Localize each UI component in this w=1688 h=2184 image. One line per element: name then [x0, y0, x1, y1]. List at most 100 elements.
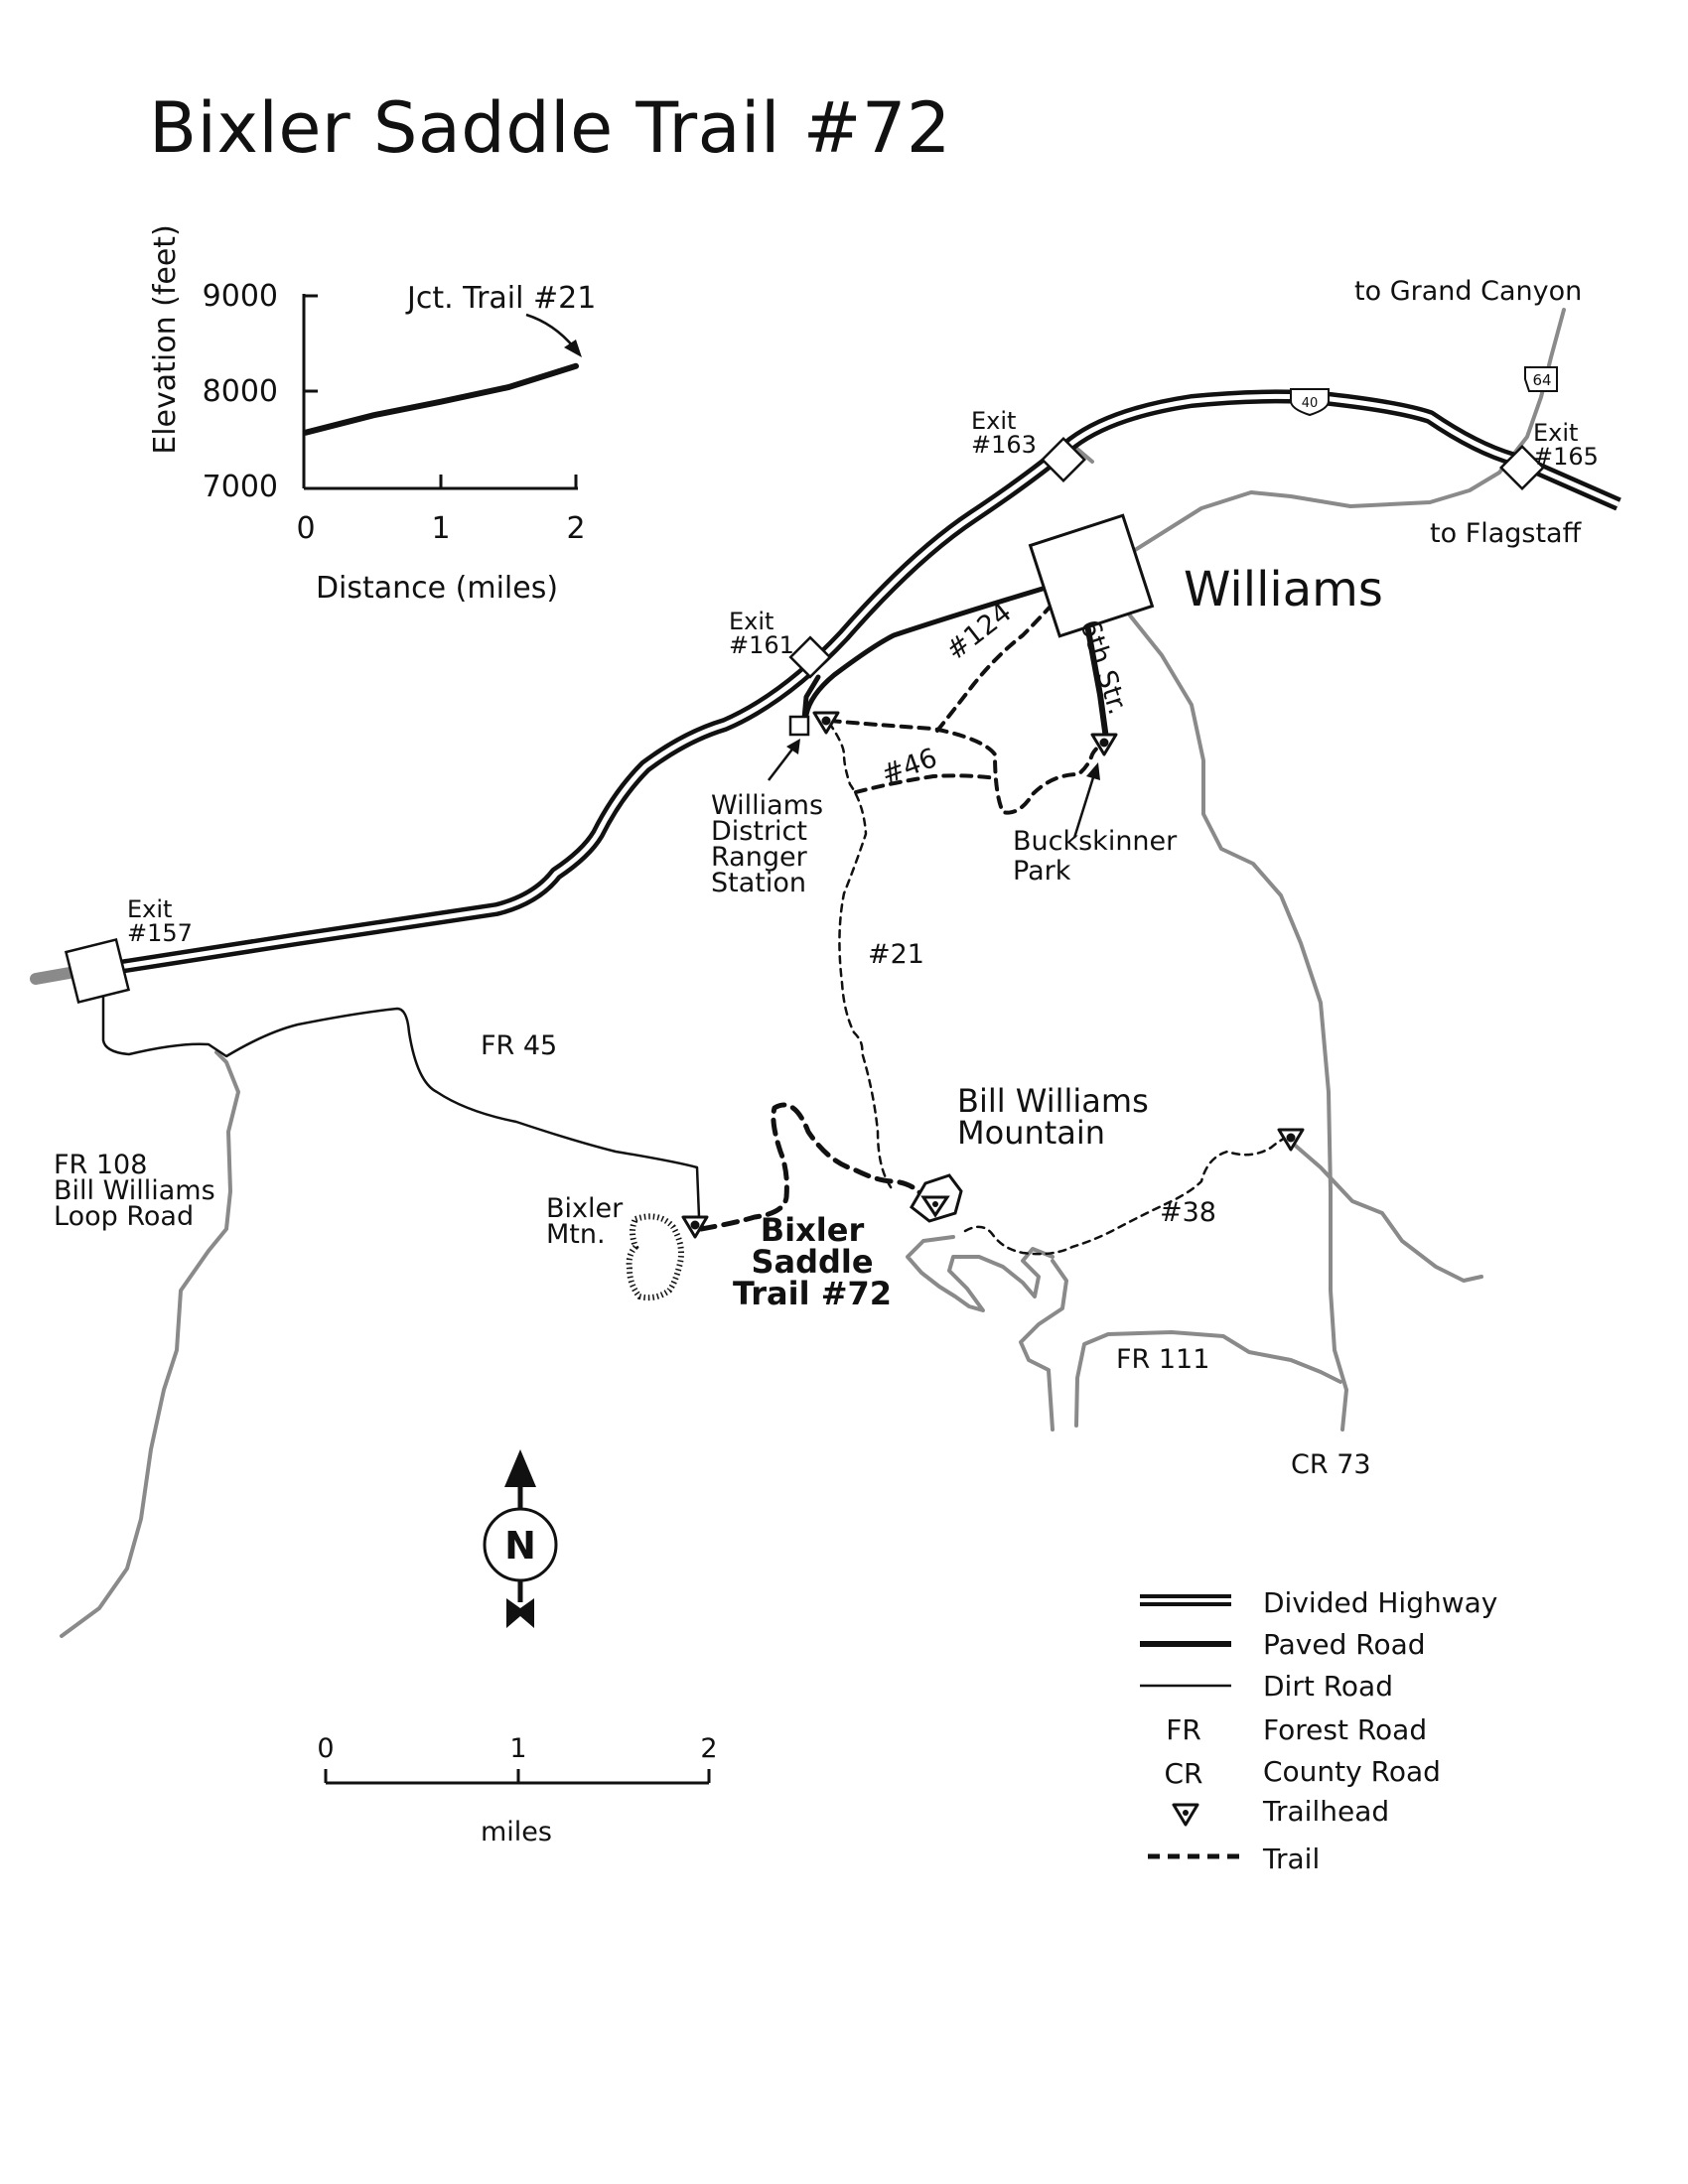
label-sixth-street: 6th Str. — [1073, 616, 1133, 719]
i40-highway-inner — [118, 393, 1620, 970]
elevation-profile: 9000 8000 7000 0 1 2 Elevation (feet) Di… — [148, 224, 596, 606]
trails — [698, 598, 1293, 1256]
switchback-road — [906, 1235, 1055, 1312]
i40-shield-label: 40 — [1302, 396, 1319, 411]
gray-roads — [30, 308, 1618, 1638]
fr108-dirt-road — [101, 995, 705, 1229]
label-williams: Williams — [1184, 562, 1383, 617]
x-tick-label: 1 — [431, 511, 450, 546]
x-tick-label: 0 — [296, 511, 315, 546]
ranger-leader-arrowhead — [786, 739, 800, 754]
trail-72 — [698, 1102, 926, 1232]
exit-161-marker — [788, 635, 832, 679]
label-trail-38: #38 — [1160, 1197, 1216, 1228]
summit-trailhead-icon — [910, 1173, 963, 1223]
fr111-road — [1074, 1330, 1342, 1428]
ranger-station-marker — [788, 715, 810, 737]
north-arrow: N — [483, 1449, 558, 1628]
elevation-line — [303, 362, 579, 436]
scale-bar: 0 1 2 miles — [317, 1733, 717, 1847]
scale-tick-label: 0 — [317, 1733, 334, 1764]
legend-label: Divided Highway — [1263, 1586, 1497, 1619]
y-tick-label: 8000 — [203, 374, 278, 409]
i40-shield-icon — [1290, 388, 1330, 417]
trail-46 — [828, 719, 1108, 815]
legend: Divided Highway Paved Road Dirt Road FR … — [1140, 1586, 1497, 1875]
y-tick-label: 9000 — [203, 279, 278, 314]
williams-town-marker — [1028, 513, 1155, 638]
legend-trailhead-icon — [1172, 1803, 1199, 1827]
label-fr111: FR 111 — [1116, 1344, 1209, 1375]
annotation-arrow — [525, 313, 575, 348]
legend-label: Trailhead — [1262, 1795, 1389, 1828]
road-to-grand-canyon — [1130, 308, 1566, 554]
label-cr73: CR 73 — [1291, 1449, 1371, 1480]
label-to-flagstaff: to Flagstaff — [1430, 518, 1583, 549]
exit-163-marker — [1041, 437, 1086, 482]
dirt-roads — [101, 995, 705, 1229]
scale-tick-label: 2 — [700, 1733, 717, 1764]
trailhead-buckskinner-icon — [1090, 733, 1118, 756]
i40-west-stub — [30, 967, 75, 985]
us64-shield-label: 64 — [1532, 371, 1551, 389]
legend-label: Forest Road — [1263, 1713, 1427, 1746]
y-axis-label: Elevation (feet) — [148, 224, 183, 455]
trail-38 — [963, 1134, 1293, 1256]
junction-annotation: Jct. Trail #21 — [405, 281, 596, 316]
legend-label: Paved Road — [1263, 1628, 1426, 1661]
exit-165-marker — [1499, 445, 1545, 490]
scale-tick-label: 1 — [509, 1733, 526, 1764]
elevation-axes — [302, 294, 578, 490]
paved-roads — [801, 583, 1109, 742]
label-fr45: FR 45 — [481, 1030, 557, 1061]
i40-highway-outer — [117, 389, 1621, 974]
label-trail-21: #21 — [868, 939, 924, 970]
map-title: Bixler Saddle Trail #72 — [149, 87, 951, 169]
legend-fr-symbol: FR — [1166, 1713, 1201, 1746]
bixler-mtn-peak-icon — [626, 1213, 684, 1301]
us64-shield-icon — [1524, 366, 1558, 392]
trailhead-bixler-icon — [681, 1215, 709, 1239]
north-label: N — [504, 1524, 536, 1568]
fr111-west-road — [1019, 1259, 1068, 1432]
legend-label: County Road — [1263, 1755, 1441, 1788]
trailhead-38-icon — [1277, 1128, 1305, 1152]
label-exit-157: Exit#157 — [127, 895, 193, 947]
x-axis-label: Distance (miles) — [316, 571, 558, 606]
road-exit161-to-williams — [803, 583, 1055, 718]
fr38-east-road — [1289, 1140, 1483, 1283]
legend-label: Dirt Road — [1263, 1670, 1393, 1703]
road-exit161-south — [801, 674, 821, 722]
legend-label: Trail — [1262, 1843, 1320, 1875]
cr73-road — [1120, 604, 1348, 1432]
leader-arrows — [768, 739, 1100, 839]
x-tick-label: 2 — [566, 511, 585, 546]
buckskinner-leader-line — [1072, 773, 1096, 839]
label-exit-163: Exit#163 — [971, 407, 1037, 459]
north-arrow-fletch-icon — [506, 1598, 534, 1628]
label-to-grand-canyon: to Grand Canyon — [1354, 276, 1582, 307]
annotation-arrowhead — [564, 340, 582, 357]
scale-unit: miles — [481, 1817, 552, 1847]
legend-cr-symbol: CR — [1164, 1757, 1202, 1790]
fr108-road — [60, 1050, 240, 1638]
trailhead-ranger-icon — [812, 711, 840, 735]
trail-21 — [827, 721, 896, 1193]
trail-124 — [935, 598, 1058, 733]
label-exit-165: Exit#165 — [1533, 419, 1599, 471]
exit-157-marker — [64, 937, 131, 1005]
ranger-leader-line — [768, 746, 795, 781]
label-trail-46: #46 — [878, 743, 941, 791]
north-arrow-head-icon — [504, 1449, 536, 1487]
y-tick-label: 7000 — [203, 470, 278, 504]
trailheads — [681, 711, 1305, 1239]
sixth-street-road — [1083, 616, 1109, 742]
label-exit-161: Exit#161 — [729, 608, 794, 659]
